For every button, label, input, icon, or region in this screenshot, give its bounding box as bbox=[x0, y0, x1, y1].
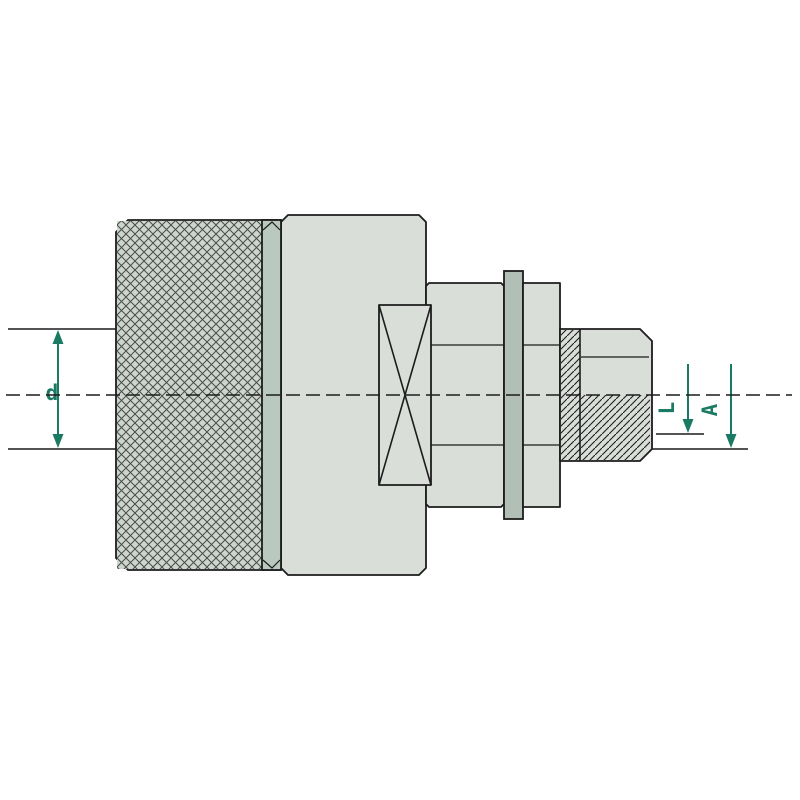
hex-flat-lines-left bbox=[426, 344, 504, 446]
label-d: d bbox=[46, 381, 59, 405]
hex-flat-lines-right bbox=[523, 344, 560, 446]
valve-cross-lines bbox=[378, 304, 432, 486]
dimension-l: L bbox=[655, 364, 704, 435]
l-arrow-down-icon bbox=[682, 419, 694, 433]
a-arrow-down-icon bbox=[725, 434, 737, 448]
thread-section-hatch bbox=[561, 330, 650, 460]
label-a: A bbox=[698, 403, 722, 416]
dimension-d: d bbox=[8, 328, 116, 450]
d-arrow-down-icon bbox=[52, 434, 64, 448]
label-l: L bbox=[655, 402, 679, 415]
dimension-a: A bbox=[652, 364, 748, 450]
d-arrow-up-icon bbox=[52, 330, 64, 344]
hex-collar-left bbox=[425, 282, 505, 508]
knurled-sleeve bbox=[115, 219, 282, 571]
groove-notch-ticks bbox=[262, 221, 281, 569]
